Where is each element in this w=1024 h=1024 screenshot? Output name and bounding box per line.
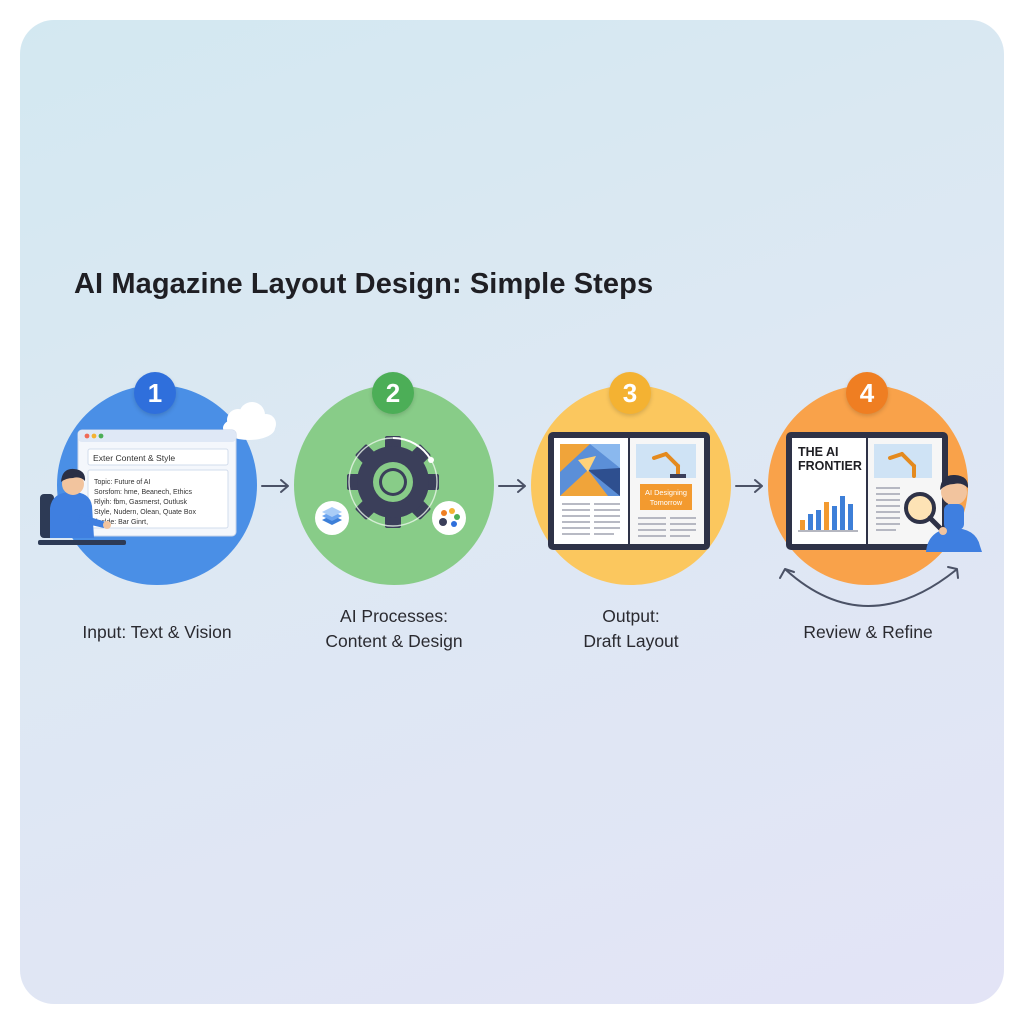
robot-arm-photo	[636, 444, 696, 478]
step-2-label: AI Processes: Content & Design	[284, 604, 504, 654]
step-3-label-line-1: Output:	[602, 606, 660, 626]
palette-icon	[432, 501, 466, 535]
step-4-label: Review & Refine	[758, 620, 978, 645]
step-4-badge: 4	[846, 372, 888, 414]
magnifier-icon	[904, 492, 947, 535]
step-1-badge: 1	[134, 372, 176, 414]
refine-loop-arrow-icon	[779, 566, 959, 607]
step-2-label-line-2: Content & Design	[325, 631, 463, 651]
arrow-right-icon	[261, 479, 289, 493]
magnifier-review-icon: THE AI FRONTIER	[779, 432, 982, 607]
page-title: AI Magazine Layout Design: Simple Steps	[74, 268, 654, 300]
magazine-headline-line-1: THE AI	[798, 445, 839, 459]
step-1-label-line-1: Input: Text & Vision	[82, 622, 232, 642]
form-line-1: Topic: Future of AI	[94, 479, 150, 486]
form-line-5: Ileslde: Bar Ginrt,	[94, 519, 148, 526]
magazine-headline-line-2: FRONTIER	[798, 459, 862, 473]
step-2-badge: 2	[372, 372, 414, 414]
headline-line-1: AI Designing	[645, 488, 687, 497]
form-line-3: Rlyih: fbm, Gasmerst, Outlusk	[94, 499, 187, 506]
reviewer-person-icon	[926, 474, 982, 552]
magazine-spread-icon: AI Designing Tomorrow	[548, 432, 710, 550]
step-4-label-line-1: Review & Refine	[803, 622, 933, 642]
headline-line-2: Tomorrow	[650, 498, 683, 507]
person-at-computer-icon: Exter Content & Style Topic: Future of A…	[38, 402, 276, 545]
form-header: Exter Content & Style	[93, 453, 175, 463]
step-1-label: Input: Text & Vision	[47, 620, 267, 645]
arrow-right-icon	[735, 479, 763, 493]
input-form-window: Exter Content & Style Topic: Future of A…	[77, 429, 237, 537]
form-line-4: Style, Nudern, Olean, Quate Box	[94, 509, 196, 516]
step-3-label-line-2: Draft Layout	[583, 631, 679, 651]
step-3-label: Output: Draft Layout	[521, 604, 741, 654]
form-line-2: Sorsfom: hme, Beanech, Ethics	[94, 489, 193, 496]
robot-arm-photo	[874, 444, 932, 478]
gear-icon	[315, 436, 466, 535]
person-icon	[38, 468, 126, 545]
magazine-bar-chart	[798, 496, 858, 532]
step-2-label-line-1: AI Processes:	[340, 606, 448, 626]
headline-banner	[640, 484, 692, 510]
arrow-right-icon	[498, 479, 526, 493]
robot-arm-icon	[888, 452, 916, 478]
geometric-artwork	[560, 444, 620, 496]
layers-icon	[315, 501, 349, 535]
step-3-badge: 3	[609, 372, 651, 414]
